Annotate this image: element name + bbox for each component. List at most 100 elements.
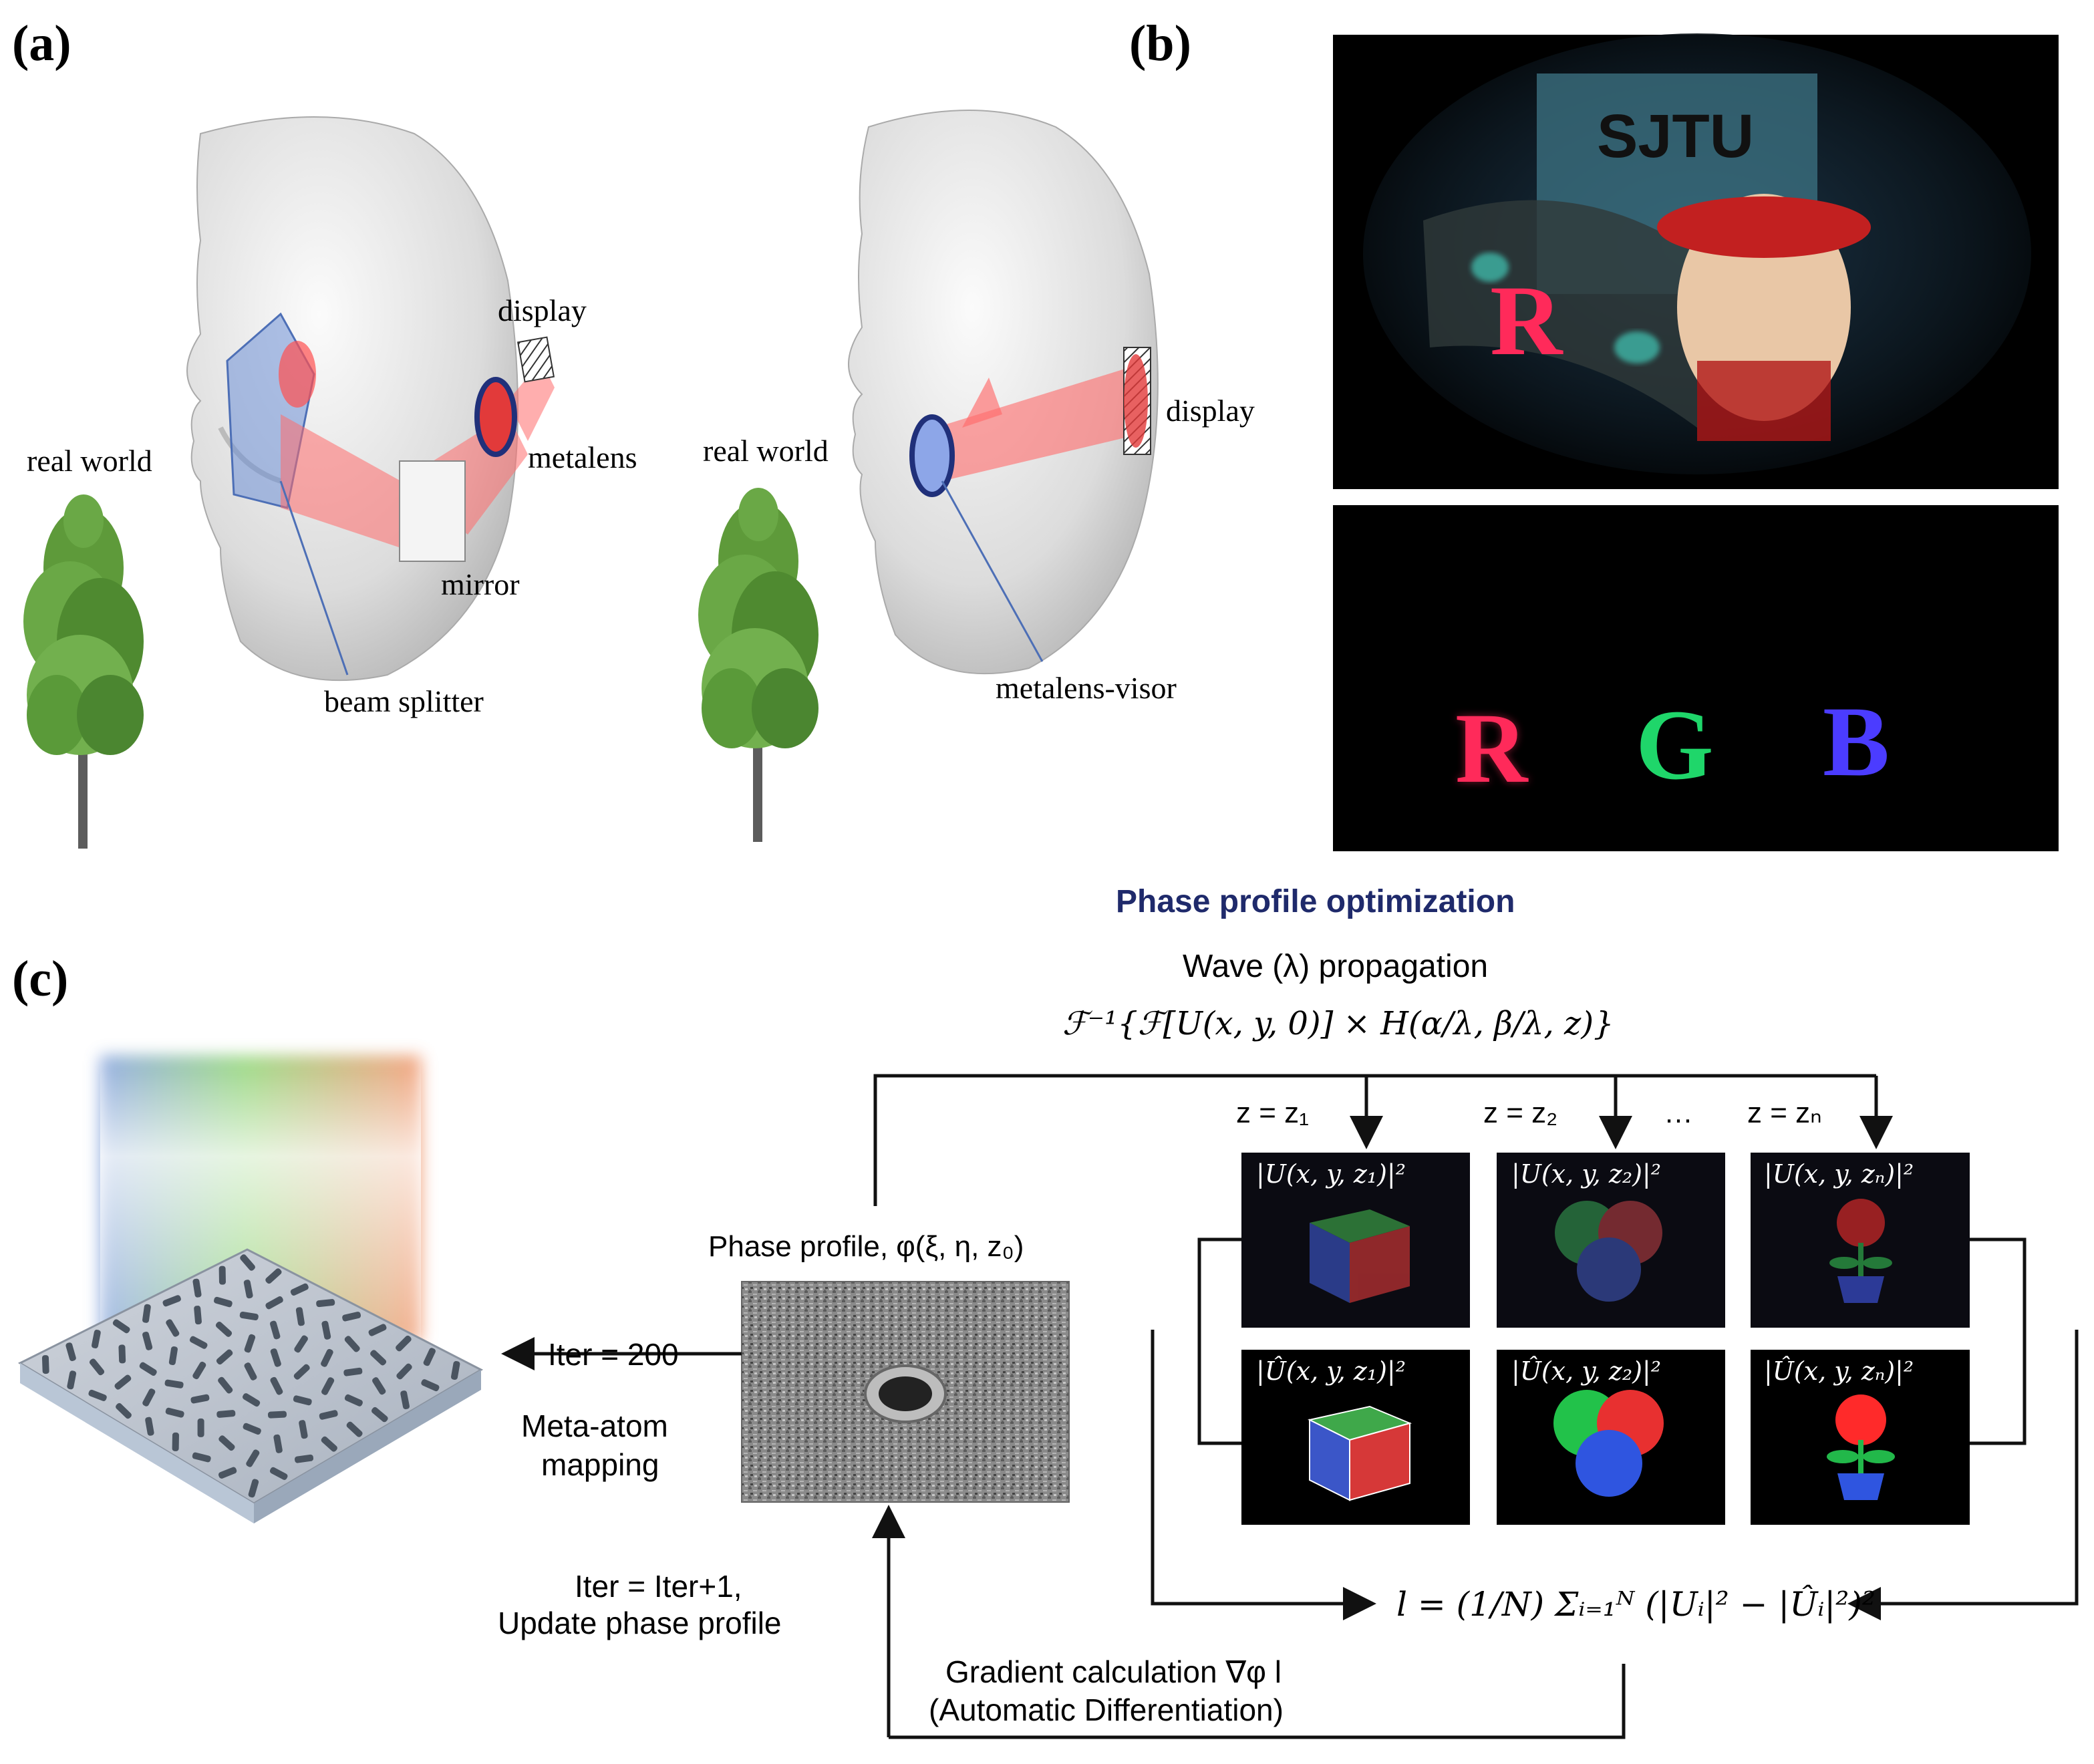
tree-icon — [23, 494, 144, 849]
meta-atom — [265, 1296, 283, 1310]
meta-atom — [216, 1349, 233, 1365]
meta-atom — [344, 1394, 363, 1407]
meta-atom — [218, 1376, 233, 1394]
meta-atom — [240, 1254, 255, 1271]
meta-atom — [321, 1377, 335, 1395]
meta-atom — [112, 1319, 130, 1334]
cube-target — [1308, 1405, 1412, 1501]
gradient-label-2: (Automatic Differentiation) — [929, 1693, 1284, 1727]
meta-atom — [371, 1407, 388, 1423]
label-display-left: display — [498, 293, 587, 327]
letter-g: G — [1636, 690, 1714, 800]
phase-profile-title: Phase profile optimization — [1116, 884, 1515, 919]
meta-atom — [248, 1479, 259, 1498]
plane-z2: z = z₂ — [1483, 1096, 1557, 1129]
label-u-z2: |U(x, y, z₂)|² — [1511, 1159, 1661, 1189]
meta-atom — [192, 1361, 206, 1380]
meta-atom — [295, 1307, 305, 1326]
label-metalens: metalens — [528, 440, 637, 474]
mirror-element — [399, 460, 466, 562]
beam-to-visor — [935, 368, 1139, 481]
wave-formula: ℱ⁻¹{ℱ[U(x, y, 0)] × H(α/λ, β/λ, z)} — [1062, 1005, 1614, 1042]
meta-atom — [293, 1364, 310, 1380]
meta-atom — [344, 1336, 360, 1352]
ar-photo-bottom — [1333, 505, 2059, 851]
meta-atom — [166, 1319, 180, 1337]
panel-a-left-illustration: real world display metalens mirror beam … — [23, 116, 637, 849]
meta-atom — [319, 1410, 338, 1420]
meta-atom — [172, 1432, 179, 1451]
flower-reconstruction — [1829, 1199, 1892, 1303]
meta-atom — [215, 1321, 233, 1337]
metalens-element — [474, 377, 517, 457]
meta-atom — [194, 1306, 202, 1325]
meta-atom — [41, 1355, 49, 1374]
meta-atom — [216, 1410, 236, 1418]
label-metalens-visor: metalens-visor — [996, 671, 1177, 705]
meta-atom — [239, 1311, 259, 1321]
meta-atom — [269, 1467, 288, 1480]
meta-atom — [67, 1370, 77, 1390]
meta-atom — [197, 1418, 204, 1437]
cube-reconstruction — [1310, 1209, 1410, 1303]
venn-reconstruction — [1555, 1201, 1662, 1302]
meta-atom — [423, 1348, 436, 1366]
label-mirror: mirror — [441, 567, 520, 601]
meta-atom — [400, 1390, 410, 1410]
tree-icon — [698, 488, 818, 842]
plane-z1: z = z₁ — [1236, 1096, 1309, 1129]
meta-atom — [267, 1411, 287, 1419]
meta-atom — [162, 1295, 181, 1307]
panel-b-label: (b) — [1129, 15, 1191, 71]
meta-atom — [142, 1388, 156, 1407]
meta-atom — [370, 1350, 387, 1366]
letter-r: R — [1455, 693, 1529, 804]
meta-atom — [273, 1434, 283, 1453]
sjtu-sign: SJTU — [1597, 102, 1754, 170]
loss-formula: l = (1/N) Σᵢ₌₁ᴺ (|Uᵢ|² − |Ûᵢ|²)² — [1396, 1584, 1876, 1624]
meta-atom — [290, 1283, 309, 1296]
meta-atom — [450, 1360, 460, 1380]
venn-target — [1553, 1390, 1664, 1497]
meta-atom — [189, 1336, 208, 1349]
meta-atom — [190, 1394, 210, 1404]
meta-atom — [321, 1320, 331, 1340]
meta-atom — [168, 1346, 178, 1366]
beam-to-mirror — [281, 414, 401, 548]
meta-atom — [192, 1278, 202, 1298]
meta-atom — [89, 1358, 105, 1376]
label-u-zn: |U(x, y, zₙ)|² — [1764, 1159, 1914, 1189]
meta-atom — [372, 1377, 386, 1395]
meta-atom — [316, 1299, 335, 1308]
meta-atom — [342, 1312, 361, 1322]
meta-atom — [368, 1324, 387, 1336]
meta-atom — [218, 1266, 226, 1285]
meta-atom — [396, 1363, 412, 1380]
metalens-visor-element — [909, 414, 955, 497]
meta-atom-label-2: mapping — [541, 1447, 659, 1482]
label-display-right: display — [1166, 394, 1255, 428]
panel-b-photos: SJTU R R R G B — [1333, 33, 2059, 851]
meta-atom — [299, 1420, 308, 1439]
label-real-world-right: real world — [703, 434, 829, 468]
meta-atom — [142, 1331, 153, 1350]
display-element — [516, 336, 555, 383]
meta-atom — [265, 1268, 282, 1284]
meta-atom — [165, 1407, 184, 1418]
meta-atom — [244, 1362, 257, 1380]
meta-atom — [244, 1334, 256, 1353]
label-uhat-zn: |Û(x, y, zₙ)|² — [1764, 1356, 1914, 1386]
meta-atom — [270, 1348, 281, 1367]
letter-r-top: R — [1490, 265, 1563, 376]
letter-r-glow: R — [1455, 693, 1529, 804]
face-shape — [848, 110, 1159, 675]
meta-atom — [294, 1335, 308, 1353]
meta-atom — [218, 1435, 235, 1451]
panel-c-label: (c) — [12, 951, 68, 1007]
intensity-grid: |U(x, y, z₁)|² |U(x, y, z₂)|² |U(x, y, z… — [1241, 1153, 1970, 1525]
meta-atom — [269, 1320, 281, 1340]
letter-b: B — [1823, 686, 1890, 797]
meta-atom — [192, 1452, 211, 1463]
meta-atom — [396, 1335, 412, 1352]
